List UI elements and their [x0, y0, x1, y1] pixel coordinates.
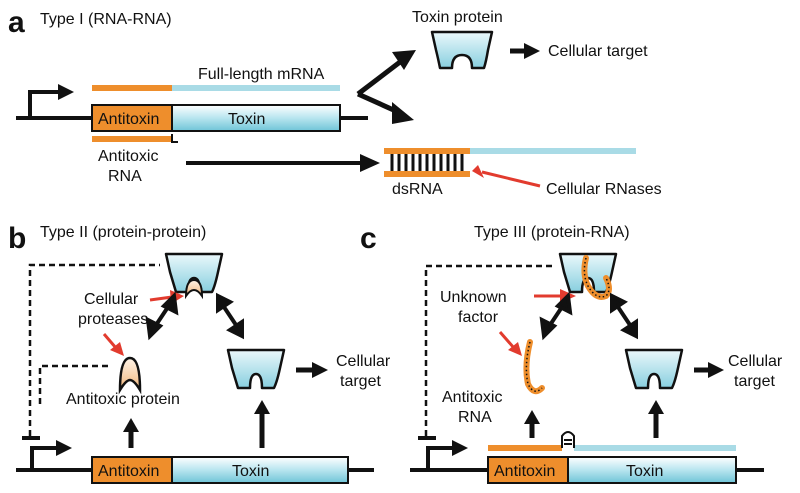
antitoxic-protein-icon: [118, 356, 142, 395]
antitoxic-rna-a-l2: RNA: [108, 168, 142, 185]
panel-b-letter: b: [8, 222, 26, 255]
panel-a: a Type I (RNA-RNA) Full-length mRNA Anti…: [8, 6, 662, 198]
panel-b: b Type II (protein-protein) Antitoxin To…: [8, 222, 391, 484]
antitoxic-protein-label: Antitoxic protein: [66, 391, 180, 408]
proteases-arrow-1: [149, 295, 173, 302]
antitoxic-rna-hairpin-icon: [523, 339, 545, 395]
bound-rna-icon: [581, 255, 612, 300]
proteases-arrow-2: [102, 333, 118, 349]
antitoxic-rna-c-l1: Antitoxic: [442, 389, 502, 406]
antitoxic-rna-c-l2: RNA: [458, 409, 492, 426]
reverse-promoter-icon: [171, 134, 178, 143]
cellular-target-c-l2: target: [734, 373, 775, 390]
dsrna-icon: [384, 148, 636, 177]
promoter-arrow-icon: [28, 84, 74, 118]
toxin-protein-label: Toxin protein: [412, 9, 503, 26]
arrowhead-up-toxin-b: [254, 400, 270, 414]
arrowhead-to-protein: [392, 50, 416, 70]
rnases-arrowhead: [472, 165, 484, 178]
antitoxic-rna-a-l1: Antitoxic: [98, 148, 158, 165]
arrow-to-protein: [356, 60, 402, 96]
promoter-arrow-icon: [418, 436, 468, 470]
unknown-factor-arrow-2: [498, 331, 516, 349]
toxin-protein-icon: [624, 348, 684, 390]
rnases-arrow: [481, 170, 541, 188]
cellular-target-b-l2: target: [340, 373, 381, 390]
antitoxin-gene-c-label: Antitoxin: [494, 463, 555, 480]
terminator-hairpin-icon: [561, 431, 575, 448]
toxin-antitoxin-complex-icon: [164, 252, 224, 294]
cellular-target-b-l1: Cellular: [336, 353, 391, 370]
unknown-factor-l2: factor: [458, 309, 499, 326]
feedback-dashed-c: [424, 264, 556, 436]
unknown-factor-arrowhead-2: [508, 342, 522, 356]
arrowhead-up-antitoxin-c: [524, 410, 540, 424]
cellular-proteases-l2: proteases: [78, 311, 148, 328]
panel-a-letter: a: [8, 6, 25, 39]
toxin-gene-a: [171, 104, 341, 132]
antitoxin-gene-b-label: Antitoxin: [98, 463, 159, 480]
cellular-proteases-l1: Cellular: [84, 291, 139, 308]
arrowhead-to-dsrna: [360, 154, 380, 172]
panel-b-title: Type II (protein-protein): [40, 224, 206, 241]
antitoxin-gene-a-label: Antitoxin: [98, 111, 159, 128]
arrowhead-to-target-c: [708, 362, 724, 378]
equilibrium-arrow-right-c: [610, 292, 638, 340]
dsrna-label: dsRNA: [392, 181, 443, 198]
panel-c-title: Type III (protein-RNA): [474, 224, 630, 241]
feedback-dashed-b-inner: [38, 364, 108, 404]
full-length-mrna-label: Full-length mRNA: [198, 66, 325, 83]
arrow-to-gene: [356, 91, 400, 115]
equilibrium-arrow-right-b: [216, 292, 244, 340]
panel-c-letter: c: [360, 222, 377, 255]
equilibrium-arrow-left-c: [539, 291, 573, 341]
antitoxin-gene-c: [487, 456, 569, 484]
toxin-gene-b: [171, 456, 349, 484]
panel-c: c Type III (protein-RNA) Antitoxin Toxin…: [360, 222, 783, 484]
arrowhead-up-toxin-c: [648, 400, 664, 414]
equilibrium-arrow-left-b: [145, 291, 179, 341]
promoter-arrow-icon: [22, 436, 72, 470]
arrowhead-to-target-b: [312, 362, 328, 378]
proteases-arrowhead-2: [110, 342, 124, 356]
panel-a-title: Type I (RNA-RNA): [40, 11, 172, 28]
bound-antitoxin-icon: [184, 278, 204, 300]
unknown-factor-l1: Unknown: [440, 289, 507, 306]
antitoxin-gene-a: [91, 104, 173, 132]
arrowhead-up-antitoxin-b: [123, 418, 139, 432]
arrowhead-to-gene: [392, 102, 414, 124]
cellular-rnases-label: Cellular RNases: [546, 181, 662, 198]
cellular-target-a-label: Cellular target: [548, 43, 648, 60]
toxin-gene-c-label: Toxin: [626, 463, 663, 480]
toxin-gene-c: [567, 456, 737, 484]
toxin-gene-b-label: Toxin: [232, 463, 269, 480]
arrowhead-to-target-a: [524, 43, 540, 59]
toxin-protein-icon: [430, 30, 494, 70]
toxin-gene-a-label: Toxin: [228, 111, 265, 128]
toxin-protein-icon: [226, 348, 286, 390]
feedback-dashed-b-outer: [28, 263, 160, 436]
cellular-target-c-l1: Cellular: [728, 353, 783, 370]
